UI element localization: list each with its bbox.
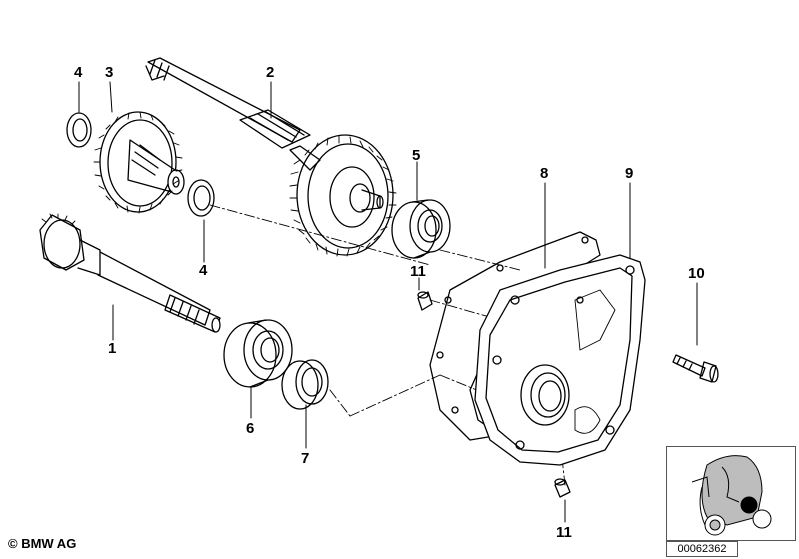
part-9-transmission-cover [474, 254, 646, 466]
part-6-bearing [223, 319, 293, 388]
callout-7: 7 [301, 450, 309, 467]
part-2-large-gear [289, 134, 397, 257]
part-5-bearing [391, 199, 451, 259]
callout-1: 1 [108, 340, 116, 357]
callout-4-lower: 4 [199, 262, 208, 279]
callout-5: 5 [412, 147, 420, 164]
callout-labels: 4 3 2 5 8 9 4 11 10 1 6 7 11 [74, 64, 705, 541]
scooter-thumbnail-icon [666, 446, 796, 541]
part-4-washer-top [66, 112, 92, 148]
callout-8: 8 [540, 165, 548, 182]
callout-3: 3 [105, 64, 113, 81]
callout-10: 10 [688, 265, 705, 282]
callout-2: 2 [266, 64, 274, 81]
leader-lines [78, 81, 698, 523]
part-3-intermediate-gear [93, 111, 185, 214]
callout-4-top: 4 [74, 64, 83, 81]
part-4-washer-lower [187, 179, 215, 217]
part-11-dowel-pin-top [417, 291, 433, 311]
part-7-shaft-seal [281, 359, 329, 410]
copyright-notice: © BMW AG [8, 536, 77, 551]
part-11-dowel-pin-bottom [554, 478, 571, 498]
part-10-bolt [672, 354, 719, 383]
callout-9: 9 [625, 165, 633, 182]
catalog-number: 00062362 [666, 541, 738, 557]
callout-11-top: 11 [410, 263, 426, 280]
part-2-output-shaft [145, 57, 321, 171]
part-1-input-shaft [39, 213, 221, 333]
callout-11-bottom: 11 [556, 524, 572, 541]
callout-6: 6 [246, 420, 254, 437]
